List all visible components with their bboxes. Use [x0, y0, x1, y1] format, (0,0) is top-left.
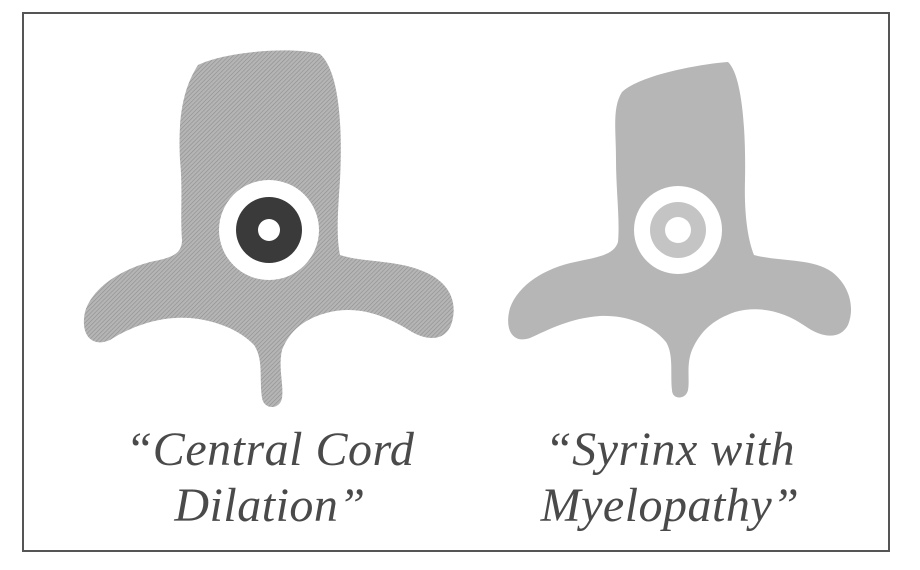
vertebra-right	[508, 62, 852, 398]
caption-left-line2: Dilation”	[174, 479, 366, 532]
caption-right-line1: “Syrinx with	[544, 423, 795, 476]
caption-right-line2: Myelopathy”	[540, 479, 800, 532]
central-canal-left	[258, 219, 280, 241]
vertebra-left	[83, 50, 454, 407]
caption-syrinx-with-myelopathy: “Syrinx with Myelopathy”	[470, 422, 870, 534]
caption-left-line1: “Central Cord	[125, 423, 415, 476]
central-canal-right	[665, 217, 691, 243]
caption-central-cord-dilation: “Central Cord Dilation”	[60, 422, 480, 534]
